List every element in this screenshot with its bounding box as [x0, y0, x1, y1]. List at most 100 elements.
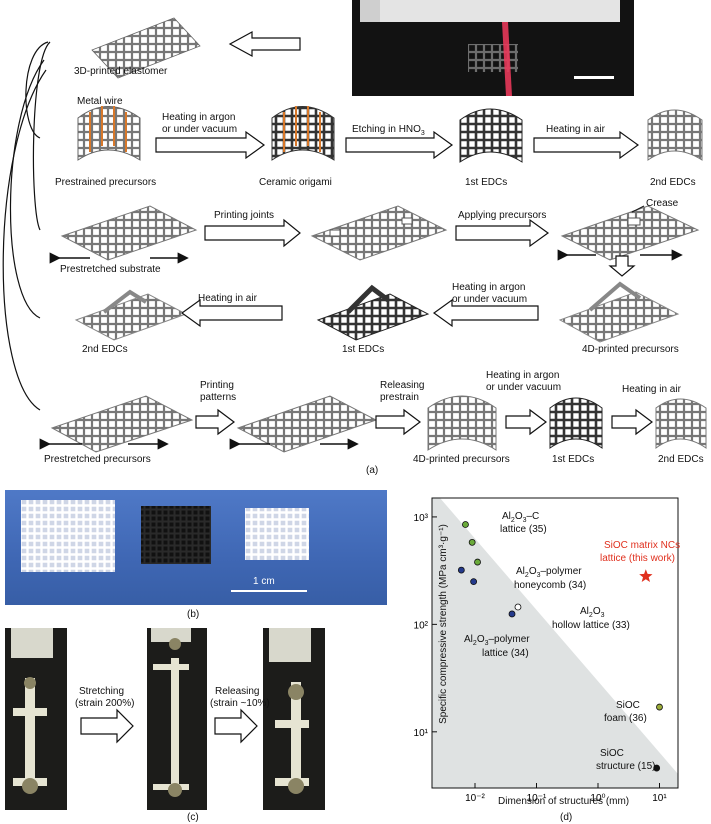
arrow-stretching: [80, 708, 134, 744]
label-honeycomb-2: honeycomb (34): [514, 580, 587, 591]
label-struct-2: structure (15): [596, 761, 656, 772]
label-heating-argon-r3-b: or under vacuum: [452, 294, 528, 305]
first-edcs-row1-drawing: [459, 108, 523, 163]
label-this-work-1: SiOC matrix NCs: [604, 540, 681, 551]
x-tick-label: 10⁰: [590, 793, 605, 804]
label-releasing-r4-b: prestrain: [380, 392, 419, 403]
first-edcs-row4-drawing: [549, 397, 603, 449]
arrow-row1-3: [533, 130, 640, 160]
label-printing-r4-b: patterns: [200, 392, 237, 403]
scatter-point: [457, 566, 465, 574]
arrow-row4-1: [195, 408, 235, 436]
al2o3c-c: –C: [526, 511, 540, 522]
label-prestrained-precursors: Prestrained precursors: [55, 177, 157, 188]
al2o3c-s1: 2: [510, 517, 515, 524]
label-second-edcs-r4: 2nd EDCs: [658, 454, 704, 465]
arrow-row3-1: [180, 298, 283, 328]
label-four-d-r4: 4D-printed precursors: [413, 454, 510, 465]
label-stretching-2: (strain 200%): [75, 698, 135, 709]
label-heating-air-r1: Heating in air: [546, 124, 605, 135]
scatter-point: [470, 578, 478, 586]
arrow-to-elastomer: [228, 30, 301, 58]
second-edcs-row1-drawing: [647, 109, 703, 161]
honey-s2: 3: [536, 572, 541, 579]
label-foam-2: foam (36): [604, 713, 647, 724]
chart-d: 10⁻² 10⁻¹ 10⁰ 10¹ 10¹ 10² 10³: [414, 497, 679, 804]
four-d-printed-row3-drawing: [558, 281, 680, 343]
label-releasing-r4-a: Releasing: [380, 380, 425, 391]
arrow-releasing: [214, 708, 258, 744]
label-lattice34: Al2O3–polymer: [464, 634, 530, 650]
arrow-row2-2: [455, 218, 550, 248]
elastomer-grid: [91, 17, 201, 79]
hollow-s2: 3: [600, 612, 605, 619]
label-heating-argon-r1-a: Heating in argon: [162, 112, 236, 123]
panel-b-photo: 1 cm: [5, 490, 387, 605]
label-heating-argon-r1-b: or under vacuum: [162, 124, 238, 135]
panel-a-drawing: [2, 0, 707, 453]
hollow-b: O: [592, 606, 601, 617]
scatter-point: [508, 610, 516, 618]
arrow-row1-1: [155, 130, 266, 160]
al2o3c-a: Al: [502, 511, 511, 522]
label-second-edcs-r3: 2nd EDCs: [82, 344, 128, 355]
al2o3c-s2: 3: [522, 517, 527, 524]
label-heating-argon-r3-a: Heating in argon: [452, 282, 526, 293]
label-al2o3c-2: lattice (35): [500, 524, 547, 535]
label-foam-1: SiOC: [616, 700, 640, 711]
honey-c: –polymer: [540, 566, 582, 577]
label-lattice34-2: lattice (34): [482, 648, 529, 659]
arrow-row2-1: [204, 218, 301, 248]
star-point: [639, 569, 653, 582]
second-edcs-row3-drawing: [74, 289, 188, 341]
label-first-edcs-r1: 1st EDCs: [465, 177, 508, 188]
label-applying-precursors: Applying precursors: [458, 210, 547, 221]
lat-s2: 3: [484, 640, 489, 647]
x-tick-label: 10¹: [652, 793, 667, 804]
label-crease: Crease: [646, 198, 679, 209]
left-connector-curves: [2, 41, 51, 411]
scatter-point: [462, 521, 469, 528]
panel-c-drawing: [5, 628, 325, 810]
chart-xlabel: Dimension of structures (mm): [498, 796, 630, 807]
caption-d: (d): [560, 812, 573, 823]
label-struct-1: SiOC: [600, 748, 624, 759]
label-prestretched-precursors: Prestretched precursors: [44, 454, 151, 465]
honey-b: O: [528, 566, 537, 577]
label-etching: Etching in HNO3: [352, 124, 425, 140]
x-tick-label: 10⁻¹: [527, 793, 547, 804]
y-tick-label: 10²: [414, 620, 429, 631]
caption-c: (c): [187, 812, 199, 823]
panel-c: Stretching (strain 200%) Releasing (stra…: [5, 628, 387, 810]
label-prestretched-substrate: Prestretched substrate: [60, 264, 161, 275]
label-stretching-1: Stretching: [79, 686, 125, 697]
label-al2o3c: Al2O3–C: [502, 511, 539, 527]
label-this-work-2: lattice (this work): [600, 553, 676, 564]
second-edcs-row4-drawing: [655, 398, 707, 449]
honey-a: Al: [516, 566, 525, 577]
honey-s1: 2: [524, 572, 529, 579]
scatter-point: [653, 764, 661, 772]
label-heating-air-r3: Heating in air: [198, 293, 257, 304]
arrow-row4-3: [505, 408, 547, 436]
first-edcs-row3-drawing: [316, 284, 430, 341]
chart-ylabel: Specific compressive strength (MPa cm³·g…: [438, 524, 449, 724]
caption-a: (a): [366, 465, 379, 476]
hollow-a: Al: [580, 606, 589, 617]
etching-sub: 3: [420, 130, 425, 137]
label-printing-r4-a: Printing: [200, 380, 234, 391]
label-heating-argon-r4-a: Heating in argon: [486, 370, 560, 381]
scale-label-1cm: 1 cm: [253, 576, 275, 587]
label-first-edcs-r4: 1st EDCs: [552, 454, 595, 465]
label-heating-argon-r4-b: or under vacuum: [486, 382, 562, 393]
label-metal-wire: Metal wire: [77, 96, 123, 107]
scatter-point: [474, 558, 481, 566]
arrow-row3-2: [432, 298, 539, 328]
y-tick-label: 10¹: [414, 728, 429, 739]
y-tick-label: 10³: [414, 513, 429, 524]
scatter-point: [468, 538, 476, 546]
etching-text: Etching in HNO: [352, 124, 421, 135]
x-tick-label: 10⁻²: [465, 793, 485, 804]
label-second-edcs-r1: 2nd EDCs: [650, 177, 696, 188]
chart-gray-region: [432, 498, 678, 788]
